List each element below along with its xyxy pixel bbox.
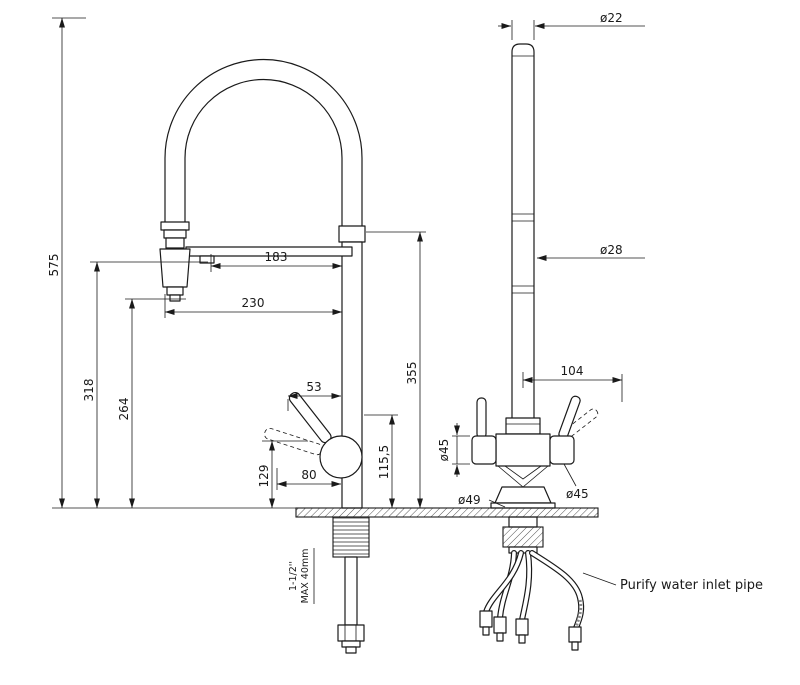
dimension-355: 355 xyxy=(366,231,426,509)
dim-label-104: 104 xyxy=(561,364,584,378)
dimension-104: 104 xyxy=(522,364,623,402)
dim-label-575: 575 xyxy=(47,254,61,277)
dimension-318: 318 xyxy=(82,261,208,509)
dim-label-d45-left: ø45 xyxy=(437,439,451,462)
dim-label-d22: ø22 xyxy=(600,11,623,25)
spring-hose-arc xyxy=(164,58,363,226)
handle-lever xyxy=(288,391,332,444)
mount-note-line1: 1-1/2'' xyxy=(288,561,299,591)
purify-note: Purify water inlet pipe xyxy=(582,572,763,593)
dimension-d49: ø49 xyxy=(458,493,506,508)
dimension-230: 230 xyxy=(164,294,343,318)
valve-body xyxy=(471,395,599,509)
dim-label-d28: ø28 xyxy=(600,243,623,257)
handle-joint xyxy=(319,435,363,479)
dimension-183: 183 xyxy=(210,250,343,272)
right-handle-base xyxy=(549,435,575,465)
dimension-d45-left: ø45 xyxy=(437,423,470,477)
dimension-264: 264 xyxy=(117,298,186,509)
dimension-129: 129 xyxy=(257,440,308,509)
left-handle-base xyxy=(471,435,497,465)
dim-label-115-5: 115,5 xyxy=(377,445,391,479)
left-handle-lever xyxy=(476,397,487,439)
mount-note-line2: MAX 40mm xyxy=(300,549,311,604)
dimension-80: 80 xyxy=(276,468,342,490)
handle xyxy=(264,391,363,479)
mounting-shank xyxy=(332,516,370,654)
dimension-115-5: 115,5 xyxy=(364,414,398,509)
purify-hose xyxy=(529,550,585,631)
front-view xyxy=(159,58,370,654)
spray-head xyxy=(159,237,191,302)
side-view xyxy=(471,43,599,651)
countertop-deck xyxy=(295,507,599,518)
dimension-d28: ø28 xyxy=(536,243,645,261)
dimension-53: 53 xyxy=(287,380,342,411)
mounting-nut-and-hoses xyxy=(479,516,585,651)
dimension-d22: ø22 xyxy=(498,11,645,40)
hose-coupling xyxy=(160,221,190,239)
dim-label-355: 355 xyxy=(405,362,419,385)
dim-label-d45-right: ø45 xyxy=(566,487,589,501)
dim-label-230: 230 xyxy=(242,296,265,310)
dimension-575: 575 xyxy=(47,17,296,509)
dim-label-53: 53 xyxy=(306,380,321,394)
dim-label-318: 318 xyxy=(82,379,96,402)
dim-label-80: 80 xyxy=(301,468,316,482)
dim-label-183: 183 xyxy=(265,250,288,264)
right-handle-lever xyxy=(558,395,581,440)
purify-note-label: Purify water inlet pipe xyxy=(620,578,763,593)
dimension-d45-right: ø45 xyxy=(563,463,589,501)
mount-size-note: 1-1/2'' MAX 40mm xyxy=(288,548,315,604)
dim-label-264: 264 xyxy=(117,398,131,421)
dim-label-129: 129 xyxy=(257,465,271,488)
dim-label-d49: ø49 xyxy=(458,493,481,507)
riser-tube xyxy=(511,43,535,418)
